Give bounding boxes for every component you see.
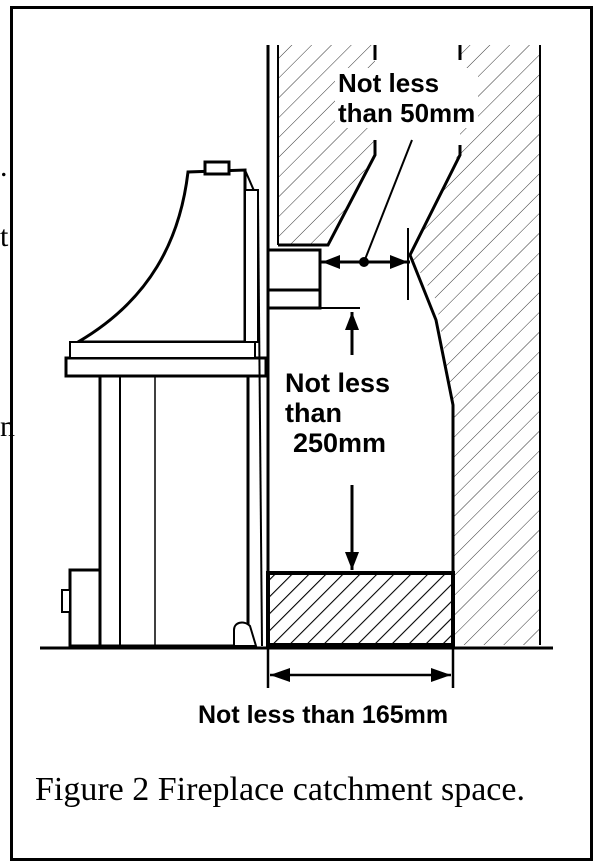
- height-dimension: [345, 312, 359, 570]
- gap-label: Not less than 50mm: [335, 68, 479, 128]
- gap-label-line1: Not less: [338, 68, 440, 98]
- width-label: Not less than 165mm: [198, 701, 449, 729]
- gap-dimension: [320, 139, 413, 300]
- figure-caption: Figure 2 Fireplace catchment space.: [35, 771, 525, 808]
- margin-fragment-1: .: [0, 150, 8, 183]
- gap-label-line2: than 50mm: [338, 98, 476, 128]
- height-label: Not less than 250mm: [285, 368, 390, 458]
- height-label-line3: 250mm: [293, 428, 387, 458]
- height-label-line2: than: [285, 398, 342, 428]
- catchment-space: [266, 571, 455, 647]
- margin-fragment-3: n: [0, 410, 15, 443]
- height-label-line1: Not less: [285, 368, 391, 398]
- figure-frame: [10, 6, 593, 861]
- fire-appliance: [61, 160, 268, 648]
- chimney-wall: [266, 45, 541, 645]
- margin-fragment-2: t: [0, 220, 9, 253]
- width-dimension: [266, 648, 455, 688]
